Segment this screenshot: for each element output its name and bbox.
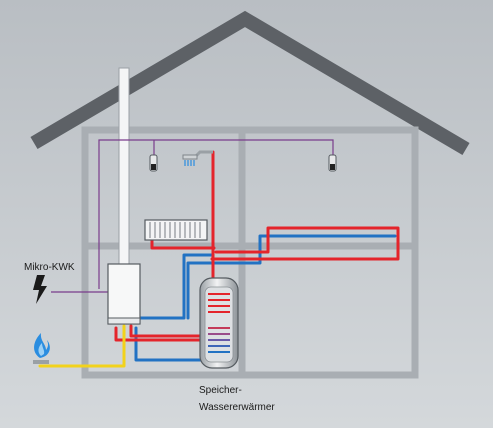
flow-pipe-bottom	[114, 326, 206, 342]
temperature-sensor-icon	[149, 154, 158, 172]
return-pipe-floor	[186, 234, 397, 320]
storage-label-line-1: Speicher-	[199, 385, 242, 396]
flow-pipe-tank-in	[129, 324, 202, 338]
flue-pipe	[118, 67, 130, 265]
flow-pipe-radiator	[150, 238, 216, 250]
gas-flame-icon	[33, 333, 50, 364]
flow-pipe-floor	[210, 226, 400, 261]
radiator	[144, 219, 208, 241]
control-wires	[51, 139, 334, 293]
heating-coil	[208, 293, 230, 353]
storage-label-line-2: Wassererwärmer	[199, 402, 275, 413]
chp-unit-label: Mikro-KWK	[24, 262, 75, 273]
temperature-sensor-icon	[328, 154, 337, 172]
house-outline	[81, 126, 419, 379]
control-wire-upper	[98, 139, 334, 289]
pipes	[38, 150, 400, 368]
micro-chp-unit	[107, 263, 141, 325]
roof	[30, 10, 470, 156]
shower-head-icon	[182, 150, 213, 166]
gas-pipe	[38, 324, 126, 368]
storage-tank	[199, 277, 239, 369]
lightning-icon	[33, 275, 47, 304]
